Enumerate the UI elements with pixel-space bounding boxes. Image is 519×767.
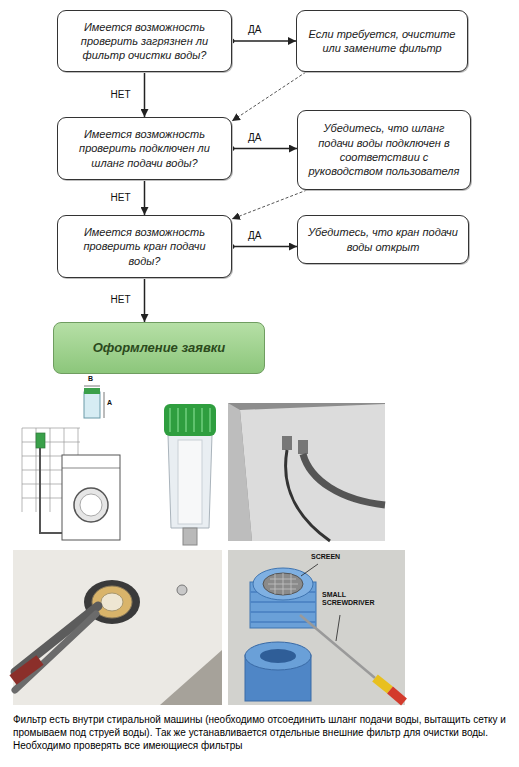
mesh-lines	[268, 573, 298, 595]
cap-ridges	[170, 408, 210, 432]
washer-outline	[62, 455, 120, 540]
decision-box: Имеется возможность проверить кран подач…	[57, 215, 232, 278]
filter-cap	[84, 388, 100, 394]
flow-arrow	[144, 180, 146, 215]
edge-label: ДА	[246, 24, 263, 36]
dimension-line	[104, 392, 105, 418]
washer-side	[228, 403, 252, 541]
pliers-handle	[13, 660, 40, 680]
filter-body	[84, 392, 100, 418]
terminal-box: Оформление заявки	[53, 322, 265, 374]
edge-label: НЕТ	[109, 294, 133, 306]
filter-symbol	[36, 433, 45, 448]
filter-thread	[183, 528, 197, 545]
decision-box: Имеется возможность проверить подключен …	[57, 117, 232, 180]
filter-cartridge	[178, 440, 202, 524]
caption-text: Фильтр есть внутри стиральной машины (не…	[13, 713, 509, 752]
part-label: SMALL SCREWDRIVER	[322, 591, 374, 607]
screen-mesh	[263, 573, 303, 595]
node-text: Имеется возможность проверить кран подач…	[66, 225, 223, 268]
decision-box: Имеется возможность проверить загрязнен …	[57, 10, 232, 72]
photo-ground	[228, 403, 385, 541]
screwdriver-handle	[375, 678, 390, 690]
washer-door	[74, 488, 108, 522]
node-text: Убедитесь, что шланг подачи воды подключ…	[306, 121, 462, 178]
inlet-valve	[298, 440, 308, 454]
filter-icon	[84, 386, 104, 418]
edge-label: ДА	[246, 132, 263, 144]
dimension-label: A	[107, 399, 112, 407]
washer-glass	[80, 494, 102, 516]
edge-label: НЕТ	[109, 89, 133, 101]
fitting-rim	[245, 642, 311, 670]
inlet-valve	[282, 436, 292, 450]
node-text: Оформление заявки	[93, 340, 226, 357]
edge-label: НЕТ	[109, 192, 133, 204]
screwdriver-shaft	[300, 615, 375, 678]
photo-ground	[228, 550, 405, 705]
action-box: Если требуется, очистите или замените фи…	[296, 10, 468, 72]
filter-photo	[164, 404, 216, 545]
flow-arrow	[232, 40, 296, 42]
filter-flask	[168, 435, 212, 528]
action-box: Убедитесь, что кран подачи воды открыт	[297, 215, 469, 264]
pliers-photo	[13, 550, 222, 705]
washer-back	[240, 404, 385, 541]
hose-line	[40, 448, 62, 533]
washer-panel	[62, 468, 120, 469]
fitting-rim	[253, 568, 313, 600]
inlet-screen	[101, 593, 123, 611]
edge-label: ДА	[246, 230, 263, 242]
part-label: SCREEN	[311, 553, 340, 561]
node-text: Убедитесь, что кран подачи воды открыт	[306, 225, 460, 254]
node-text: Имеется возможность проверить подключен …	[66, 127, 223, 170]
dimension-line	[84, 386, 100, 387]
dashed-connector	[232, 72, 306, 121]
washer-back-photo	[228, 403, 385, 541]
supply-hose	[303, 454, 385, 505]
photo-ground	[13, 550, 222, 705]
dashed-connector	[232, 190, 307, 219]
install-schematic	[22, 428, 120, 540]
flow-arrow	[144, 72, 146, 117]
dimension-label: B	[88, 375, 93, 383]
power-cord	[286, 450, 330, 541]
node-text: Имеется возможность проверить загрязнен …	[66, 20, 223, 63]
flow-arrow	[232, 148, 297, 150]
flow-arrow	[144, 278, 146, 322]
filter-cap	[164, 404, 216, 436]
screw	[177, 585, 187, 595]
leader-line	[301, 564, 318, 576]
flow-arrow	[232, 246, 297, 248]
pliers-jaw	[15, 614, 96, 690]
action-box: Убедитесь, что шланг подачи воды подключ…	[297, 110, 471, 190]
leader-line	[336, 615, 340, 641]
fittings-photo	[228, 550, 405, 705]
washer-panel	[13, 550, 222, 705]
node-text: Если требуется, очистите или замените фи…	[305, 27, 459, 56]
fitting-bore	[260, 649, 296, 663]
screwdriver-handle	[390, 690, 404, 702]
